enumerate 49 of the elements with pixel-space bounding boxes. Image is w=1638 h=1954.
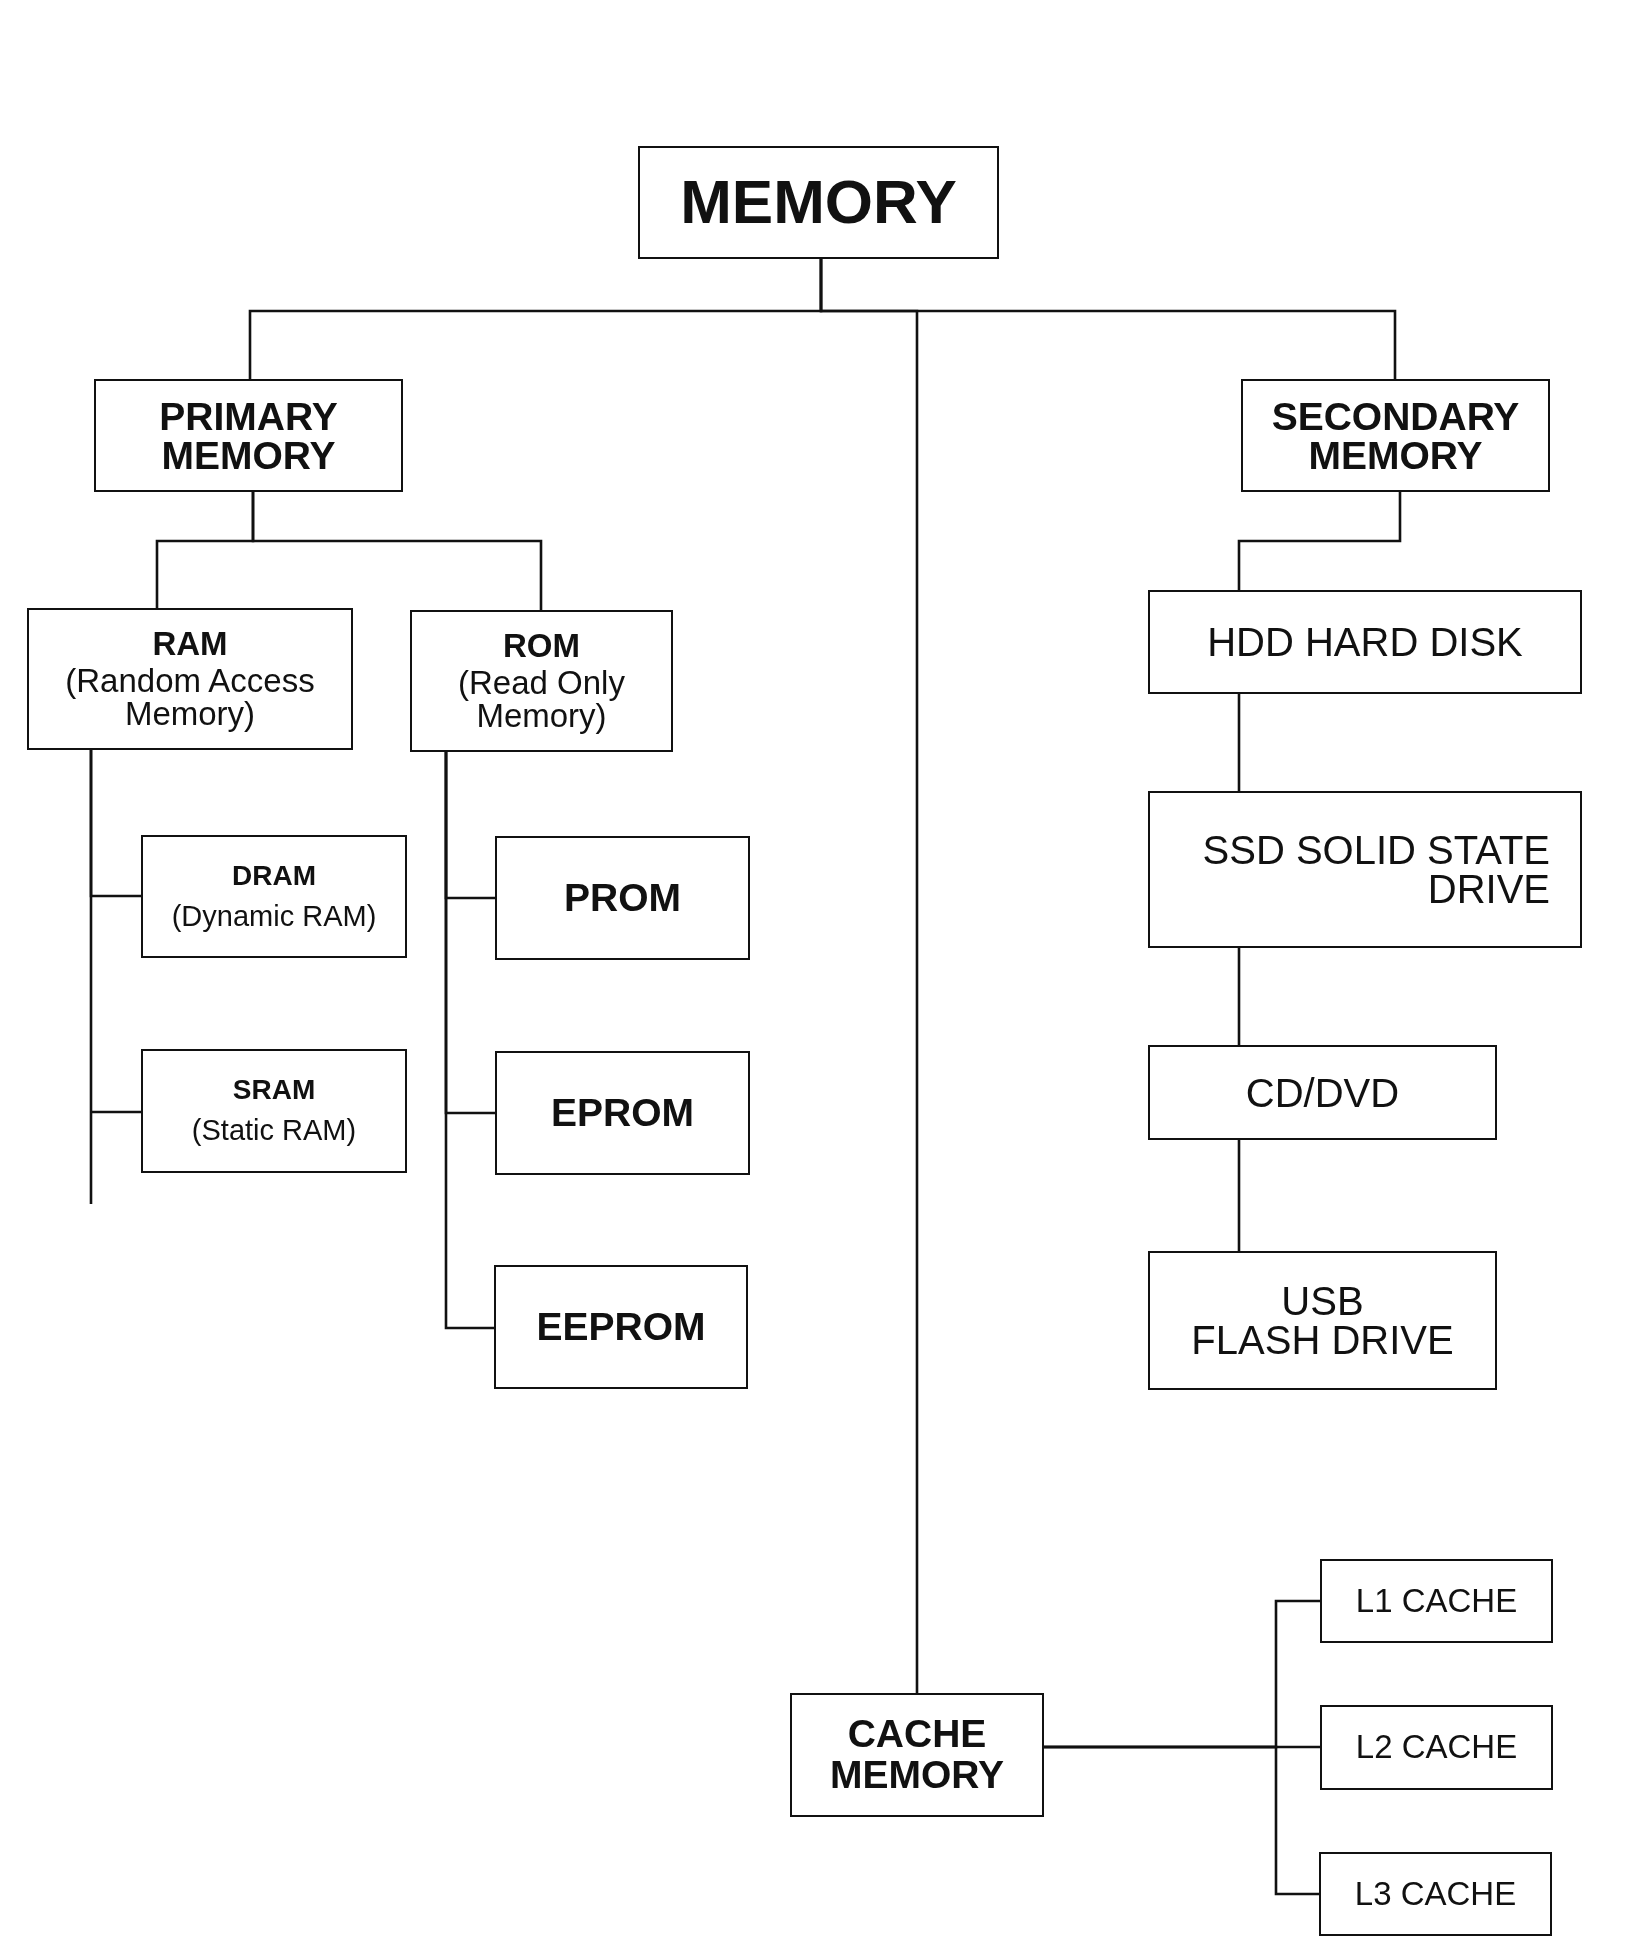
node-description: (Random Access Memory) — [65, 663, 315, 731]
node-label: CD/DVD — [1245, 1070, 1400, 1115]
node-description: (Static RAM) — [191, 1114, 357, 1148]
connector-line — [1237, 694, 1241, 791]
item-box — [141, 1049, 407, 1173]
category-box — [410, 610, 673, 752]
connector-line — [1237, 948, 1241, 1045]
item-box — [1148, 590, 1582, 694]
node-label: HDD HARD DISK — [1207, 620, 1523, 664]
node-label: L2 CACHE — [1355, 1729, 1518, 1766]
category-box — [94, 379, 403, 492]
node-label: EEPROM — [536, 1305, 706, 1349]
node-description: (Read Only Memory) — [458, 665, 625, 733]
item-box — [1319, 1852, 1552, 1936]
item-box — [1320, 1705, 1553, 1790]
node-description: (Dynamic RAM) — [171, 899, 377, 934]
category-box — [1241, 379, 1550, 492]
connector-line — [1237, 1140, 1241, 1251]
node-label: MEMORY — [680, 168, 957, 237]
root-box — [638, 146, 999, 259]
node-heading: SRAM — [232, 1074, 316, 1107]
item-box — [495, 1051, 750, 1175]
category-box — [790, 1693, 1044, 1817]
node-heading: ROM — [503, 629, 580, 664]
node-label: L1 CACHE — [1355, 1582, 1518, 1620]
item-box — [1148, 1251, 1497, 1390]
connector-line — [819, 259, 919, 1693]
connector-line — [444, 752, 494, 1330]
node-label: SECONDARY MEMORY — [1271, 396, 1520, 475]
item-box — [494, 1265, 748, 1389]
node-label: SSD SOLID STATE DRIVE — [1202, 831, 1550, 908]
category-box — [27, 608, 353, 750]
connector-line — [89, 748, 143, 1206]
node-heading: DRAM — [232, 859, 316, 892]
node-label: L3 CACHE — [1354, 1875, 1517, 1913]
item-box — [141, 835, 407, 958]
connector-line — [1237, 492, 1402, 590]
node-heading: RAM — [152, 627, 228, 662]
node-label: PROM — [564, 876, 681, 920]
item-box — [495, 836, 750, 960]
node-label: CACHE MEMORY — [829, 1714, 1005, 1796]
node-label: USB FLASH DRIVE — [1191, 1281, 1454, 1360]
item-box — [1148, 1045, 1497, 1140]
item-box — [1148, 791, 1582, 948]
node-label: EPROM — [551, 1091, 694, 1135]
node-label: PRIMARY MEMORY — [159, 396, 338, 475]
item-box — [1320, 1559, 1553, 1643]
connector-line — [251, 492, 543, 610]
connector-line — [1044, 1745, 1319, 1896]
